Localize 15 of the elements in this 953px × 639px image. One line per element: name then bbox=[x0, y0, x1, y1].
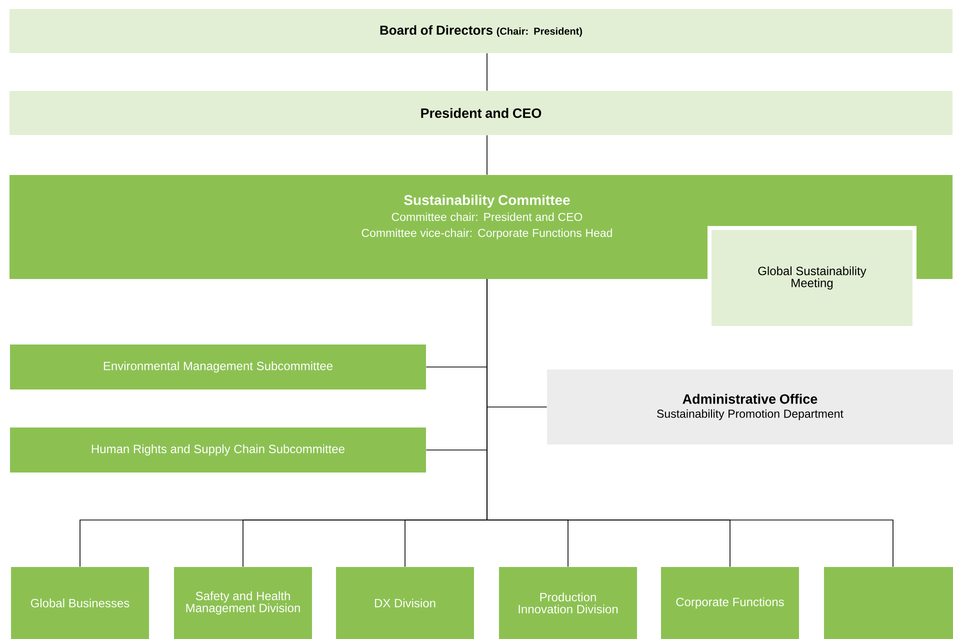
division-box: Global Businesses bbox=[11, 567, 149, 639]
division-box: DX Division bbox=[336, 567, 474, 639]
division-box: Corporate Functions bbox=[661, 567, 799, 639]
board-box: Board of Directors (Chair: President) bbox=[10, 9, 952, 53]
division-box bbox=[824, 567, 953, 639]
connector-line bbox=[486, 134, 488, 176]
subcommittee-box: Environmental Management Subcommittee bbox=[10, 344, 426, 390]
subcommittee-box: Human Rights and Supply Chain Subcommittee bbox=[10, 428, 426, 472]
connector-line bbox=[486, 278, 894, 568]
division-box: Safety and Health Management Division bbox=[174, 567, 312, 639]
president-box: President and CEO bbox=[10, 91, 952, 135]
meeting-box: Global Sustainability Meeting bbox=[708, 226, 916, 330]
office-box: Administrative Office Sustainability Promotion Department bbox=[547, 370, 953, 444]
connector-line bbox=[486, 52, 488, 92]
division-box: Production Innovation Division bbox=[499, 567, 637, 639]
